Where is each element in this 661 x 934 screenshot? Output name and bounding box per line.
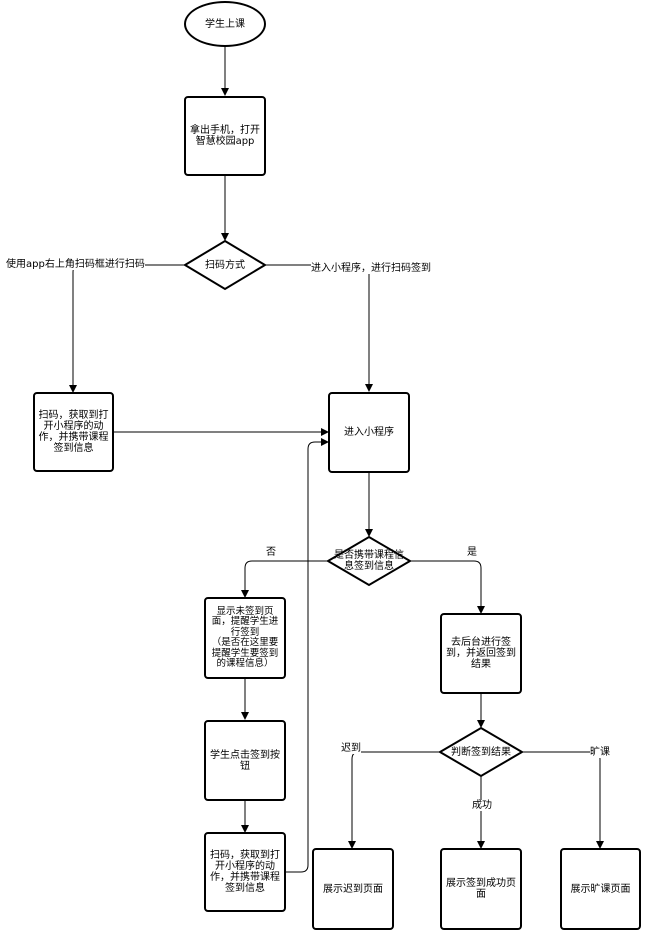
edge-scan-again-loop <box>285 438 329 873</box>
late-page-node: 展示迟到页面 <box>312 848 394 930</box>
judge-label: 判断签到结果 <box>451 746 511 758</box>
enter-mini-program-node: 进入小程序 <box>328 392 410 473</box>
edge-label-late: 迟到 <box>341 743 361 754</box>
edge-yes <box>410 560 485 614</box>
edge-label-app-scan: 使用app右上角扫码框进行扫码 <box>6 259 145 270</box>
scan-again-node: 扫码，获取到打 开小程序的动 作，并携带课程 签到信息 <box>204 832 286 912</box>
scan-method-diamond <box>183 239 267 291</box>
backend-sign-node: 去后台进行签 到，并返回签到 结果 <box>440 613 522 694</box>
judge-diamond <box>438 726 524 778</box>
edge-label-success: 成功 <box>472 800 492 811</box>
edge-scan-method-left <box>69 264 185 393</box>
take-phone-node: 拿出手机，打开 智慧校园app <box>184 96 266 176</box>
click-sign-node: 学生点击签到按 钮 <box>204 720 286 801</box>
edge-scan-method-right <box>265 264 373 392</box>
scan-method-label: 扫码方式 <box>205 259 245 271</box>
edge-no <box>241 560 328 598</box>
start-node: 学生上课 <box>184 1 266 47</box>
scan-app-node: 扫码，获取到打 开小程序的动 作，并携带课程 签到信息 <box>33 392 114 472</box>
show-unsigned-node: 显示未签到页 面，提醒学生进 行签到 （是否在这里要 提醒学生要签到 的课程信息… <box>204 597 286 679</box>
edge-label-no: 否 <box>266 547 276 558</box>
edge-label-yes: 是 <box>467 547 477 558</box>
edge-label-absent: 旷课 <box>590 747 610 758</box>
has-info-diamond <box>326 535 412 587</box>
edge-late <box>348 751 440 849</box>
edge-label-mini-scan: 进入小程序，进行扫码签到 <box>311 263 431 274</box>
absent-page-node: 展示旷课页面 <box>560 848 641 930</box>
success-page-node: 展示签到成功页 面 <box>440 848 522 930</box>
has-info-label: 是否携带课程信 息签到信息 <box>334 550 404 572</box>
edge-absent <box>522 751 604 849</box>
